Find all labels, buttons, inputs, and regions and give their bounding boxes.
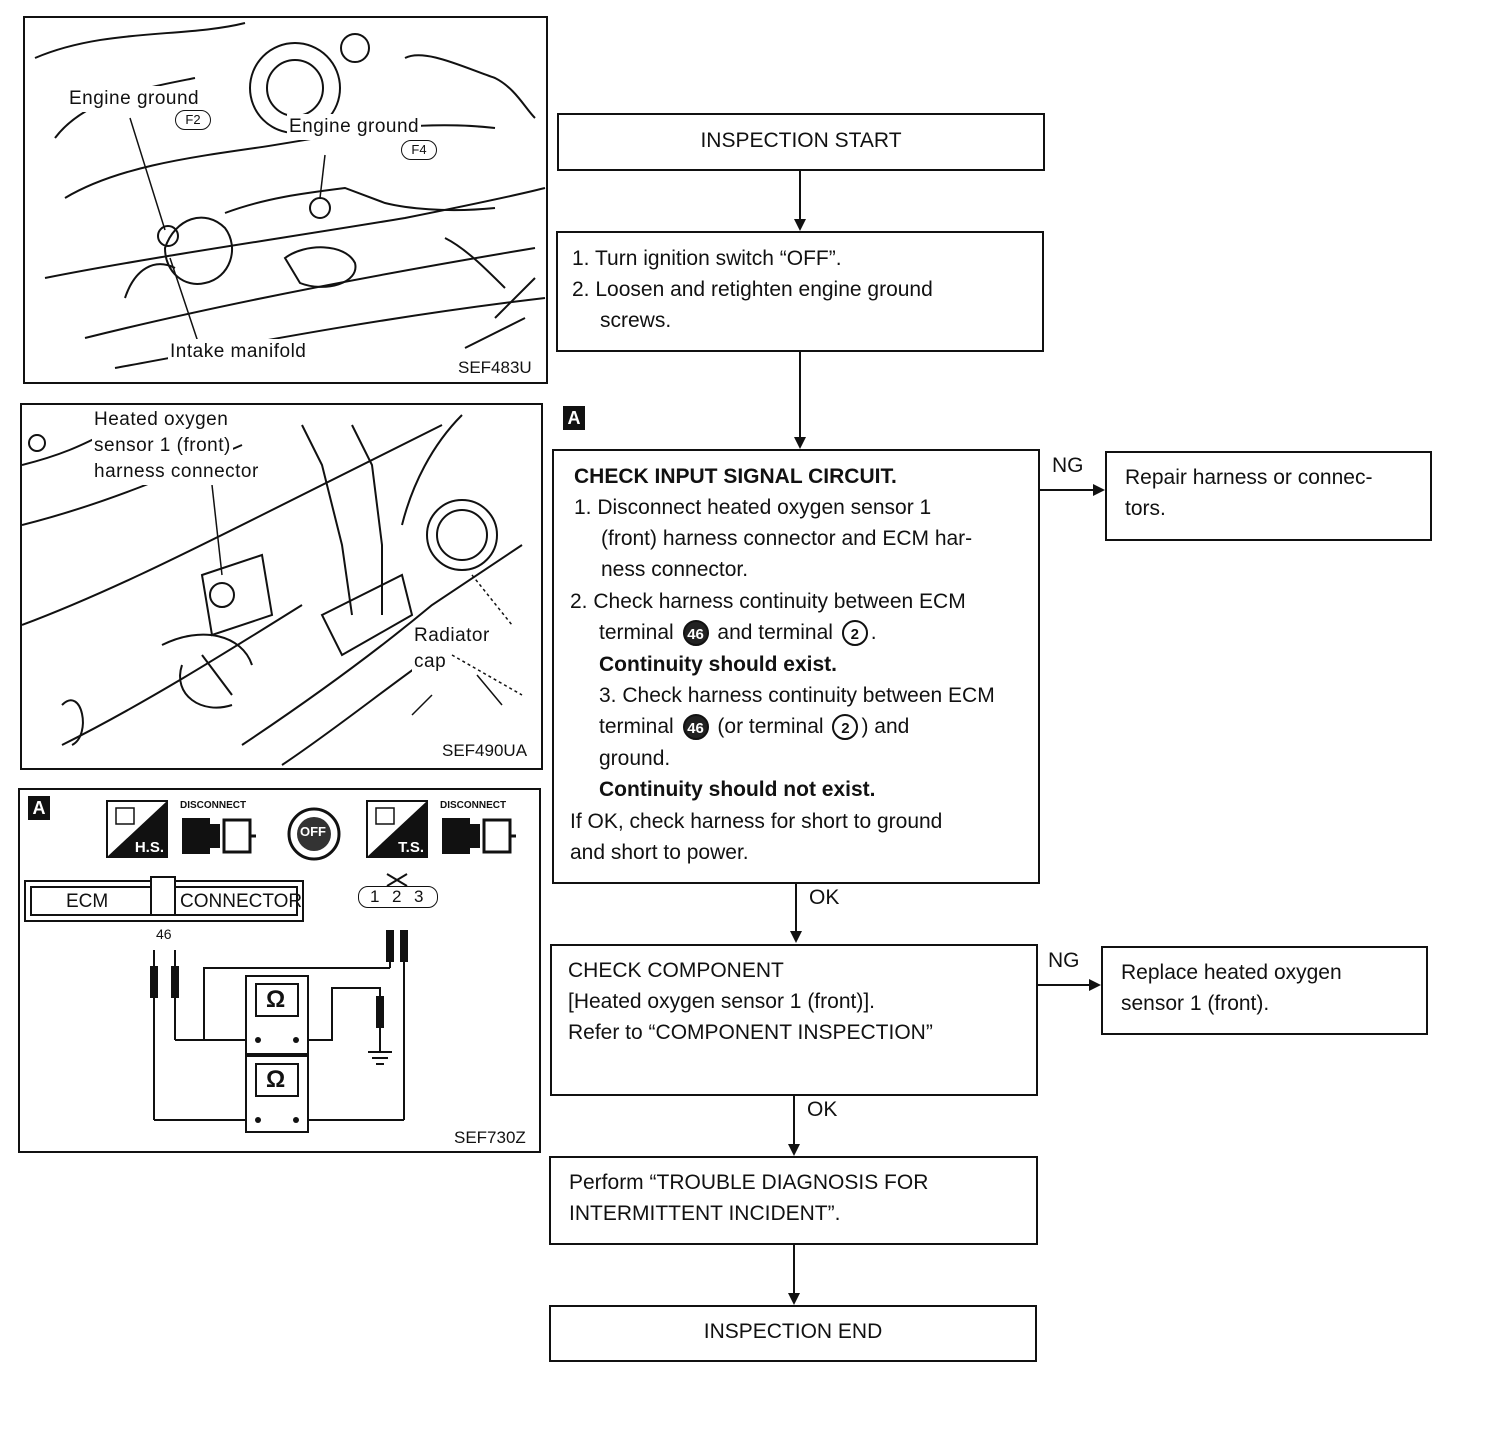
repair-line2: tors.: [1125, 497, 1166, 520]
check-component-line2: [Heated oxygen sensor 1 (front)].: [568, 990, 875, 1013]
step1-line1: 1. Turn ignition switch “OFF”.: [572, 247, 842, 270]
replace-line1: Replace heated oxygen: [1121, 961, 1342, 984]
check-input-l10: Continuity should not exist.: [599, 778, 876, 801]
step1-line2: 2. Loosen and retighten engine ground: [572, 278, 933, 301]
terminal-46-circle: 46: [682, 714, 709, 741]
engine-ground-illustration: [34, 22, 546, 369]
ng-label-2: NG: [1048, 949, 1080, 972]
ohmmeter-1: Ω: [266, 986, 286, 1013]
radiator-cap-label-line2: cap: [412, 649, 449, 675]
ignition-off-icon: OFF: [286, 806, 342, 862]
terminal-2-circle: 2: [841, 620, 868, 647]
check-input-l5b: and terminal: [717, 621, 833, 644]
check-input-l8a: terminal: [599, 715, 674, 738]
figure-code: SEF490UA: [442, 741, 528, 760]
sensor-label-line2: sensor 1 (front): [92, 433, 233, 459]
hs-label: H.S.: [134, 839, 164, 856]
trunk-switch-icon: T.S.: [366, 800, 428, 858]
step1-line3: screws.: [600, 309, 672, 332]
terminal-46-circle: 46: [682, 620, 709, 647]
f4-badge: F4: [401, 140, 437, 160]
perform-line1: Perform “TROUBLE DIAGNOSIS FOR: [569, 1171, 929, 1194]
pin-1: 1: [370, 887, 380, 906]
off-label: OFF: [300, 824, 326, 839]
check-input-title: CHECK INPUT SIGNAL CIRCUIT.: [574, 465, 897, 488]
figure-engine-ground: Engine ground F2 Engine ground F4 Intake…: [23, 16, 548, 384]
check-input-l5: terminal 46 and terminal 2.: [599, 617, 877, 648]
check-component-line1: CHECK COMPONENT: [568, 959, 784, 982]
inspection-end-box: INSPECTION END: [549, 1305, 1037, 1362]
connector-latch: [150, 876, 176, 916]
terminal-2-circle: 2: [832, 714, 859, 741]
inspection-start-label: INSPECTION START: [700, 129, 902, 152]
check-input-l8c: ) and: [861, 715, 910, 738]
ng-label-1: NG: [1052, 454, 1084, 477]
inspection-start-box: INSPECTION START: [557, 113, 1045, 171]
check-input-box: CHECK INPUT SIGNAL CIRCUIT. 1. Disconnec…: [552, 449, 1040, 884]
repair-line1: Repair harness or connec-: [1125, 466, 1373, 489]
intake-manifold-label: Intake manifold: [168, 339, 309, 365]
figure-code: SEF483U: [458, 358, 532, 377]
disconnect-label-2: DISCONNECT: [440, 800, 507, 811]
inspection-end-label: INSPECTION END: [703, 1320, 883, 1343]
check-input-l11: If OK, check harness for short to ground: [570, 810, 943, 833]
sensor-label-line3: harness connector: [92, 459, 261, 485]
hood-switch-icon: H.S.: [106, 800, 168, 858]
radiator-cap-label-line1: Radiator: [412, 623, 492, 649]
check-input-l3: ness connector.: [601, 558, 749, 581]
ok-label-2: OK: [807, 1098, 838, 1121]
terminal-46-label: 46: [156, 926, 172, 942]
engine-ground-f2-label: Engine ground: [67, 86, 202, 112]
check-input-l8: terminal 46 (or terminal 2) and: [599, 711, 909, 742]
pin-3: 3: [414, 887, 424, 906]
circuit-tag: A: [28, 796, 50, 820]
check-input-l2: (front) harness connector and ECM har-: [601, 527, 973, 550]
repair-box: Repair harness or connec- tors.: [1105, 451, 1432, 541]
disconnect-label-1: DISCONNECT: [180, 800, 247, 811]
perform-box: Perform “TROUBLE DIAGNOSIS FOR INTERMITT…: [549, 1156, 1038, 1245]
ok-label-1: OK: [809, 886, 840, 909]
check-input-l12: and short to power.: [570, 841, 749, 864]
check-input-l8b: (or terminal: [717, 715, 824, 738]
figure-sensor-location: Heated oxygen sensor 1 (front) harness c…: [20, 403, 543, 770]
check-input-l7: 3. Check harness continuity between ECM: [599, 684, 995, 707]
check-input-l1: 1. Disconnect heated oxygen sensor 1: [574, 496, 932, 519]
sensor-illustration: [22, 414, 523, 766]
disconnect-connector-icon: [440, 812, 516, 860]
replace-box: Replace heated oxygen sensor 1 (front).: [1101, 946, 1428, 1035]
figure-code: SEF730Z: [454, 1128, 526, 1147]
check-component-line3: Refer to “COMPONENT INSPECTION”: [568, 1021, 933, 1044]
connector-label: CONNECTOR: [180, 891, 303, 912]
f2-badge: F2: [175, 110, 211, 130]
check-input-l4: 2. Check harness continuity between ECM: [570, 590, 966, 613]
ecm-label: ECM: [66, 891, 109, 912]
perform-line2: INTERMITTENT INCIDENT”.: [569, 1202, 841, 1225]
check-input-l5a: terminal: [599, 621, 674, 644]
check-component-box: CHECK COMPONENT [Heated oxygen sensor 1 …: [550, 944, 1038, 1096]
check-input-l6: Continuity should exist.: [599, 653, 838, 676]
check-input-l5c: .: [870, 621, 877, 644]
ts-label: T.S.: [398, 839, 424, 856]
sensor-label-line1: Heated oxygen: [92, 407, 231, 433]
replace-line2: sensor 1 (front).: [1121, 992, 1270, 1015]
step-tag: A: [563, 406, 585, 430]
figure-circuit: A H.S. DISCONNECT OFF T.S. DISCONNECT EC…: [18, 788, 541, 1153]
disconnect-connector-icon: [180, 812, 256, 860]
step1-box: 1. Turn ignition switch “OFF”. 2. Loosen…: [556, 231, 1044, 352]
engine-ground-f4-label: Engine ground: [287, 114, 422, 140]
check-input-l9: ground.: [599, 747, 671, 770]
ohmmeter-2: Ω: [266, 1066, 286, 1093]
pin-2: 2: [392, 887, 402, 906]
